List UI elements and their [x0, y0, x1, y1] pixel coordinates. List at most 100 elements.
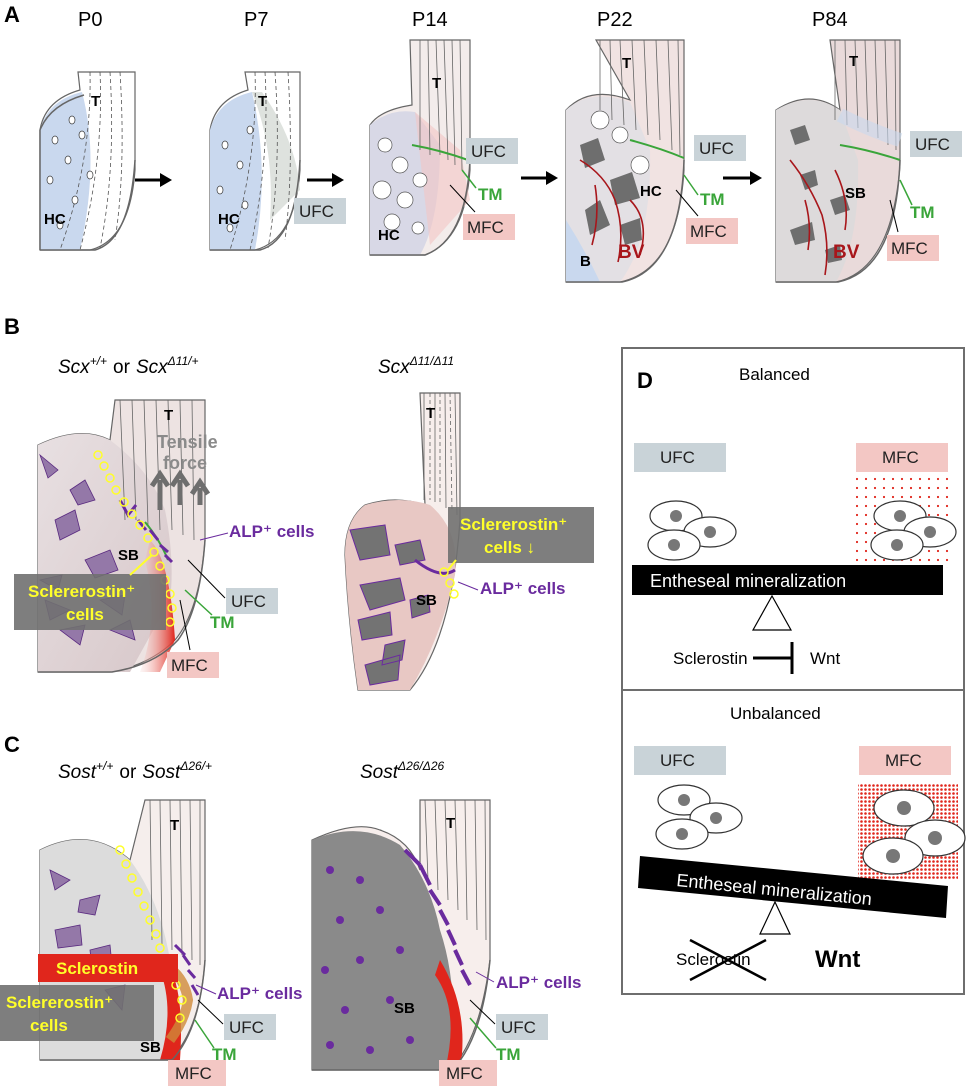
panel-c-left-alp-leader [195, 984, 217, 995]
p14-tm-label: TM [478, 185, 503, 204]
unbalanced-fulcrum [759, 900, 791, 935]
panel-d: D Balanced UFC MFC Entheseal mineralizat… [621, 347, 966, 995]
stage-label-p22: P22 [597, 9, 633, 31]
panel-c-right-t-label: T [446, 815, 455, 832]
stage-label-p7: P7 [244, 9, 268, 31]
p84-ufc-box [910, 131, 962, 157]
panel-b-left-sb-label: SB [118, 547, 139, 564]
p14-hc-label: HC [378, 227, 400, 244]
panel-c-left-sost-line1: Sclererostin⁺ [6, 993, 113, 1012]
panel-b-left-sost-line2: cells [66, 605, 104, 624]
p22-hc-label: HC [640, 183, 662, 200]
panel-b-left-sost-line1: Sclererostin⁺ [28, 582, 135, 601]
genotype-sup-1: +/+ [90, 354, 107, 368]
stage-label-p84: P84 [812, 9, 848, 31]
p84-t-label: T [849, 53, 858, 70]
balanced-title: Balanced [739, 365, 810, 384]
genotype-gene-2: Sost [142, 762, 181, 783]
p22-b-label: B [580, 253, 591, 270]
genotype-sup: Δ26/Δ26 [397, 759, 444, 773]
p14-mfc-box [463, 214, 515, 240]
p7-t-label: T [258, 93, 267, 110]
p7-enthesis-drawing [209, 71, 301, 251]
arrow-p22-p84-head [750, 171, 762, 185]
genotype-sup-2: Δ11/+ [167, 354, 199, 368]
balanced-ufc-label: UFC [660, 448, 695, 467]
p14-ufc-box [466, 138, 518, 164]
unbalanced-wnt-label: Wnt [815, 946, 860, 973]
panel-b-right-sost-leader [447, 559, 457, 571]
panel-c-right-alp-leader [475, 971, 495, 983]
panel-a: A P0 P7 P14 P22 P84 T HC [4, 2, 962, 283]
balanced-mfc-box [856, 443, 948, 472]
p22-tm-leader [683, 174, 699, 196]
panel-b-left-sost-box [14, 574, 166, 630]
panel-b-left-ufc-leader [187, 559, 226, 599]
balanced-mfc-cells [870, 500, 957, 561]
panel-b-left-alp-label: ALP⁺ cells [229, 522, 315, 541]
panel-b-left-ufc-box [226, 588, 278, 614]
unbalanced-ufc-cells [655, 784, 743, 850]
balanced-mineralization-bar [632, 565, 943, 595]
p22-mfc-label: MFC [690, 222, 727, 241]
panel-c-left-sb-label: SB [140, 1039, 161, 1056]
panel-c-right-ufc-label: UFC [501, 1018, 536, 1037]
panel-b-letter: B [4, 314, 20, 339]
genotype-gene: Sost [360, 762, 399, 783]
panel-b-left-ufc-label: UFC [231, 592, 266, 611]
panel-b-right-alp-leader [457, 581, 479, 591]
balanced-ufc-box [634, 443, 726, 472]
panel-c-right-mfc-label: MFC [446, 1064, 483, 1083]
p14-enthesis-drawing [369, 39, 471, 256]
panel-c-right-mfc-box [439, 1060, 497, 1086]
genotype-sup: Δ11/Δ11 [409, 354, 454, 368]
panel-c-right-tm-label: TM [496, 1045, 521, 1064]
panel-b-left-tm-leader [184, 589, 213, 616]
panel-b-right-sost-box [448, 507, 594, 563]
p14-mfc-label: MFC [467, 218, 504, 237]
p84-bv-label: BV [833, 242, 860, 263]
p0-hc-label: HC [44, 211, 66, 228]
panel-c-left-t-label: T [170, 817, 179, 834]
panel-b-right-sost-line2: cells ↓ [484, 538, 535, 557]
panel-c-left-alp-label: ALP⁺ cells [217, 984, 303, 1003]
stage-label-p0: P0 [78, 9, 102, 31]
panel-b-right-t-label: T [426, 405, 435, 422]
panel-c-right-alp-label: ALP⁺ cells [496, 973, 582, 992]
p7-ufc-box [294, 198, 346, 224]
panel-c-left-ufc-leader [197, 999, 224, 1025]
p7-ufc-label: UFC [299, 202, 334, 221]
p14-tm-leader [461, 169, 477, 189]
p22-bv-label: BV [618, 242, 645, 263]
panel-c-left-sost-line2: cells [30, 1016, 68, 1035]
p14-t-label: T [432, 75, 441, 92]
panel-c-left-ufc-box [224, 1014, 276, 1040]
panel-b-left-alp-leader [199, 532, 229, 541]
p14-mfc-leader [449, 184, 476, 213]
panel-c-right-sb-label: SB [394, 1000, 415, 1017]
panel-b-left-mfc-box [167, 652, 219, 678]
p84-mfc-leader [889, 199, 899, 233]
p7-hc-label: HC [218, 211, 240, 228]
p84-enthesis-drawing [775, 39, 903, 283]
unbalanced-ufc-label: UFC [660, 751, 695, 770]
balanced-inhibit-symbol [753, 642, 794, 674]
p22-ufc-box [694, 135, 746, 161]
panel-c-left-ufc-label: UFC [229, 1018, 264, 1037]
sclerostin-box [38, 954, 178, 982]
balanced-bar-label: Entheseal mineralization [650, 571, 846, 591]
p14-ufc-label: UFC [471, 142, 506, 161]
p84-mfc-box [887, 235, 939, 261]
panel-c-left-mfc-box [168, 1060, 226, 1086]
p84-ufc-label: UFC [915, 135, 950, 154]
genotype-or: or [119, 762, 137, 783]
unbalanced-sclerostin-label: Sclerostin [676, 950, 751, 969]
unbalanced-mfc-box [859, 746, 951, 775]
unbalanced-mfc-label: MFC [885, 751, 922, 770]
panel-b-right-genotype: ScxΔ11/Δ11 [378, 354, 454, 378]
panel-b-left-t-label: T [164, 407, 173, 424]
